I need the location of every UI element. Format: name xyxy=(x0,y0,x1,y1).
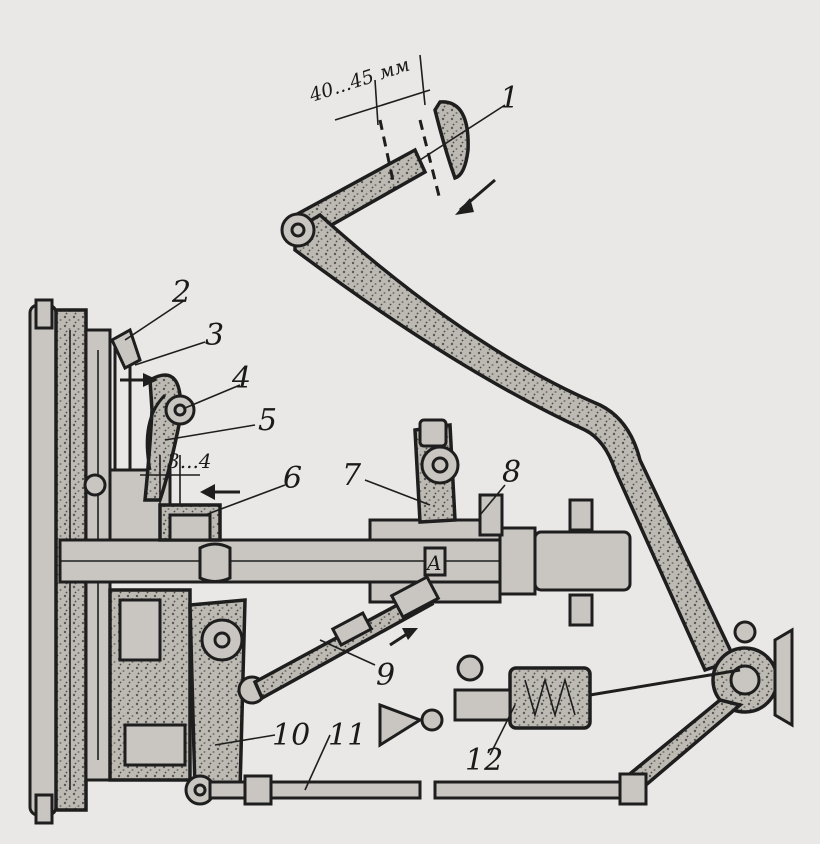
callout-9: 9 xyxy=(376,658,395,693)
dimension-marks xyxy=(140,54,431,505)
release-fork xyxy=(110,327,196,502)
callout-5: 5 xyxy=(258,403,277,438)
dimension-pedal-free-play: 40...45 мм xyxy=(306,54,413,107)
callout-4: 4 xyxy=(231,361,251,396)
dimension-release-gap: 3...4 xyxy=(167,449,212,473)
pedal-pivot xyxy=(616,620,794,793)
motion-arrows xyxy=(120,178,496,647)
rod-11 xyxy=(208,772,648,806)
pedal-arm xyxy=(280,100,738,673)
shaft-mark: A xyxy=(425,551,441,575)
callout-6: 6 xyxy=(283,461,302,496)
spring-unit-12 xyxy=(378,654,741,748)
callout-10: 10 xyxy=(272,718,310,753)
shaft-lever xyxy=(413,418,504,537)
arrow-icon xyxy=(402,628,418,640)
release-bearing xyxy=(158,503,222,542)
callout-8: 8 xyxy=(502,455,521,490)
release-lever xyxy=(184,598,267,806)
callout-7: 7 xyxy=(342,458,362,493)
rod-9 xyxy=(252,574,441,701)
callout-2: 2 xyxy=(171,275,191,310)
arrow-icon xyxy=(455,198,474,215)
callout-3: 3 xyxy=(205,318,224,353)
callout-12: 12 xyxy=(465,743,503,778)
callout-11: 11 xyxy=(328,718,366,753)
callout-1: 1 xyxy=(500,81,519,116)
arrow-icon xyxy=(200,484,215,500)
arrow-icon xyxy=(143,373,158,387)
leader-lines xyxy=(124,104,516,791)
